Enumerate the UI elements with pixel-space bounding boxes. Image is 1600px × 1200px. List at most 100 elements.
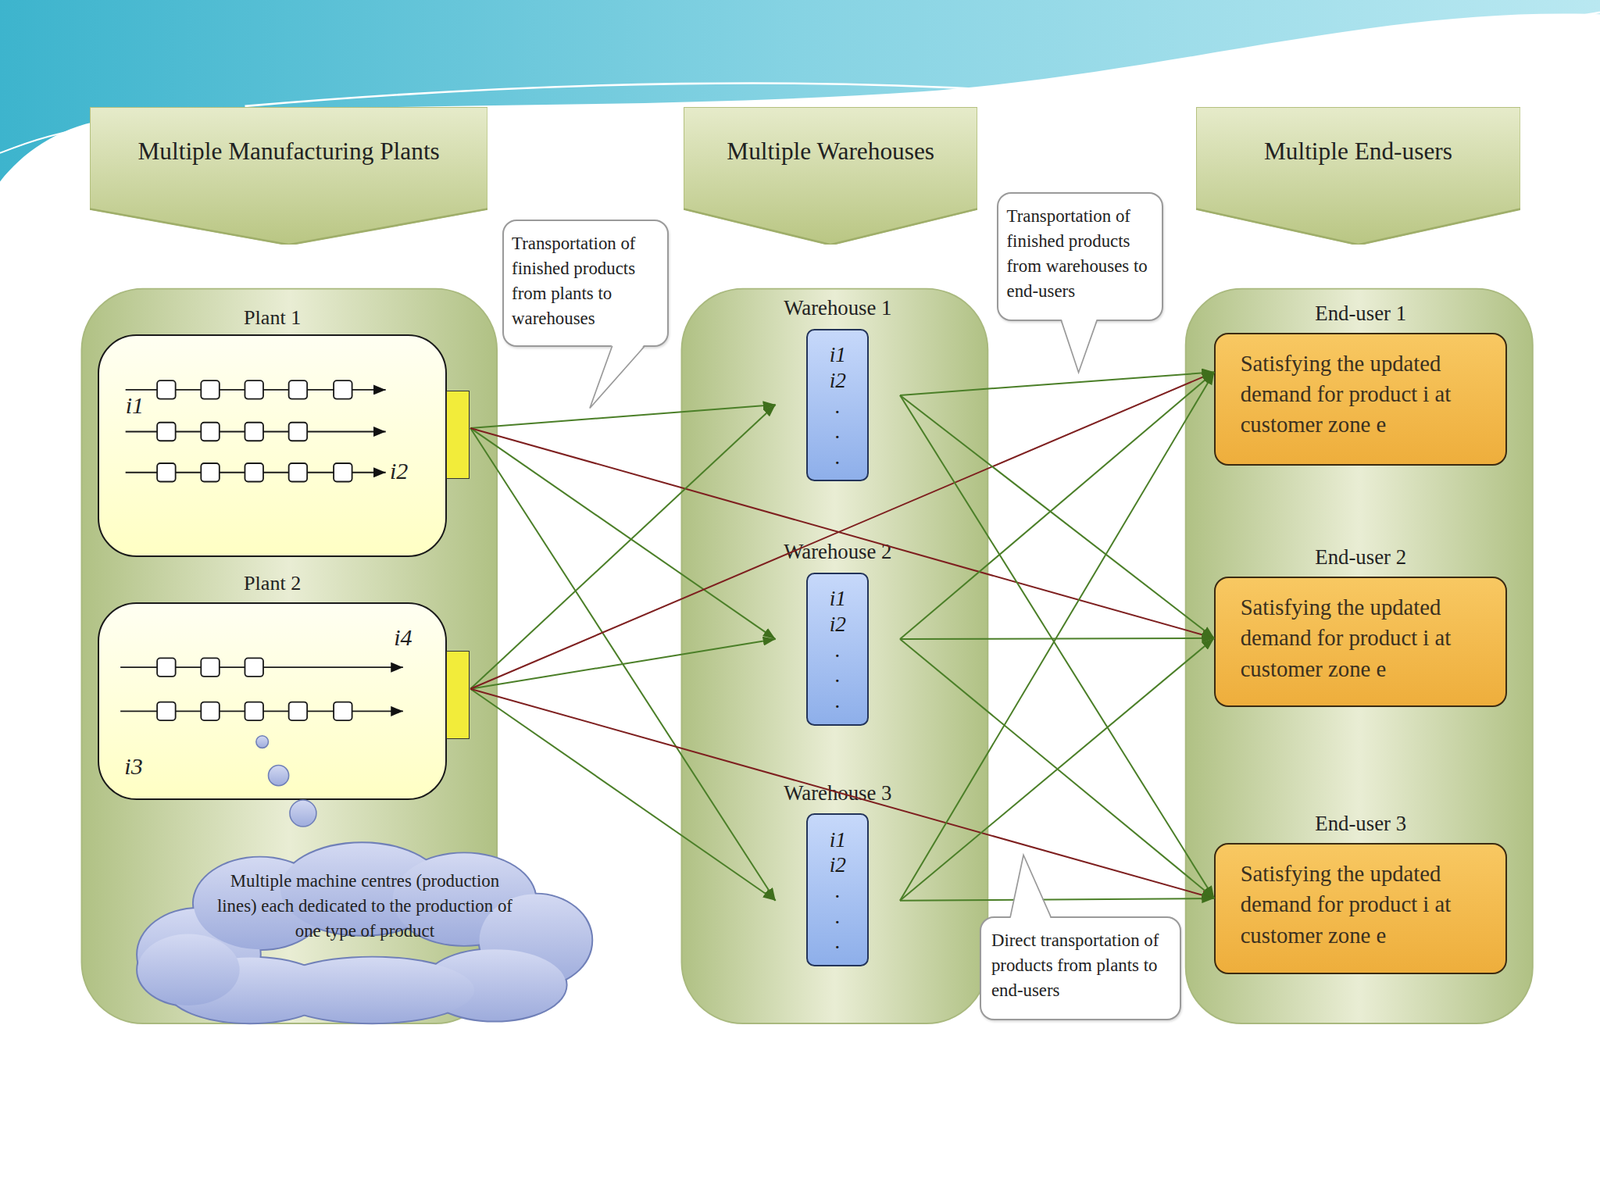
banner-shape [1196,107,1521,245]
flow-arrow [470,404,776,429]
cloud-text: Multiple machine centres (production lin… [215,868,514,944]
callout-tail [589,343,646,408]
callout-text: Transportation of finished products from… [511,231,657,332]
header-wave [0,0,1600,182]
callout-note: Transportation of finished products from… [996,192,1164,322]
machine-box [333,380,353,400]
flow-arrow [470,689,776,901]
machine-box [244,463,264,483]
production-line [125,431,386,433]
flow-arrow [470,639,776,690]
direct-flow-arrow [470,689,1215,899]
callout-text: Direct transportation of products from p… [991,928,1162,1004]
flow-arrow [470,428,776,901]
warehouse-box: Warehouse 1i1 i2 . . . [775,293,900,482]
callout-tail [1010,855,1051,920]
plant-box: Plant 1 i1 i2 [97,303,471,558]
machine-box [289,380,308,400]
plant-box: Plant 2 i4 i3 [97,569,471,800]
flow-arrow [470,404,776,690]
stage-banner: Multiple Warehouses [683,107,978,245]
callout-text: Transportation of finished products from… [1007,203,1152,304]
callout-tail [1060,318,1097,373]
thought-bubble [256,735,269,749]
plant-frame [97,334,447,558]
machine-box [157,380,176,400]
end-user-title: End-user 1 [1214,299,1508,329]
flow-arrow [470,428,776,640]
production-line [125,471,386,474]
end-user-box: End-user 1 Satisfying the updated demand … [1214,299,1508,466]
flow-arrow [900,371,1215,396]
flow-arrow [900,371,1215,900]
production-line [120,666,404,668]
production-line [120,710,404,712]
plant-title: Plant 2 [97,569,447,599]
machine-box [157,463,176,483]
demand-box: Satisfying the updated demand for produc… [1214,842,1508,975]
plant-title: Plant 1 [97,303,447,333]
machine-box [244,422,264,442]
end-user-box: End-user 3 Satisfying the updated demand … [1214,809,1508,975]
stage-panel [1185,289,1533,1024]
banner-shape [683,107,978,245]
product-label: i3 [124,753,143,779]
warehouse-title: Warehouse 2 [765,537,911,567]
machine-box [333,702,353,722]
demand-box: Satisfying the updated demand for produc… [1214,576,1508,708]
banner-shape [89,107,488,245]
machine-box [200,702,220,722]
flow-arrow [900,395,1215,899]
stage-banner: Multiple Manufacturing Plants [89,107,488,245]
cloud-outline [137,933,240,1005]
end-user-box: End-user 2 Satisfying the updated demand … [1214,542,1508,708]
product-label: i2 [389,457,408,484]
warehouse-title: Warehouse 1 [765,293,911,323]
stage-panel [681,289,988,1024]
end-user-title: End-user 2 [1214,542,1508,572]
demand-text: Satisfying the updated demand for produc… [1240,348,1496,441]
end-user-title: End-user 3 [1214,809,1508,839]
stage-title: Multiple Manufacturing Plants [89,136,488,167]
product-list: i1 i2 . . . [807,827,868,955]
callout-tail [1060,320,1097,373]
machine-box [289,463,308,483]
machine-box [200,463,220,483]
product-list: i1 i2 . . . [807,342,868,470]
thought-bubble [268,765,290,786]
machine-box [200,380,220,400]
flow-arrow [900,395,1215,639]
banner-edge [89,209,488,246]
plant-output-tab [446,390,470,479]
direct-flow-arrow [470,428,1215,639]
machine-box [244,657,264,677]
machine-box [157,657,176,677]
demand-text: Satisfying the updated demand for produc… [1240,858,1496,951]
production-line [125,389,386,391]
stage-banner: Multiple End-users [1196,107,1521,245]
header-swoosh [1142,12,1600,72]
warehouse-stock: i1 i2 . . . [806,328,869,483]
header-swoosh [244,82,1102,106]
cloud-fill [137,933,240,1005]
machine-box [333,463,353,483]
callout-tail [1010,855,1051,918]
banner-fill [89,107,488,245]
flow-arrow [900,371,1215,640]
flow-arrow [900,638,1215,901]
callout-tail [589,346,646,409]
machine-box [244,702,264,722]
machine-box [289,702,308,722]
flow-arrow [900,639,1215,899]
thought-bubble [289,800,317,827]
machine-box [157,702,176,722]
callout-note: Direct transportation of products from p… [979,916,1183,1021]
warehouse-title: Warehouse 3 [765,778,911,808]
machine-box [244,380,264,400]
flow-arrow [900,638,1215,640]
direct-flow-arrow [470,371,1215,689]
banner-fill [1196,107,1521,245]
machine-box [157,422,176,442]
product-label: i1 [125,392,144,418]
product-label: i4 [393,624,412,650]
